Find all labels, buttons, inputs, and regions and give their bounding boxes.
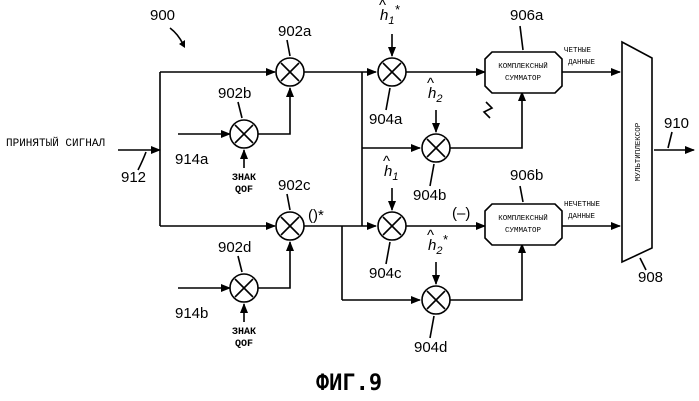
adder-906b-subtitle: СУММАТОР [505, 227, 542, 235]
even-label-2: ДАННЫЕ [568, 59, 596, 67]
multiplier-902b [230, 120, 258, 148]
ref-902b: 902b [218, 85, 251, 102]
multiplier-904d [422, 286, 450, 314]
complex-adder-906b: КОМПЛЕКСНЫЙ СУММАТОР [485, 204, 562, 245]
ref-904d: 904d [414, 339, 447, 356]
coef-h1: h1 ^ [383, 153, 398, 183]
adder-906b-title: КОМПЛЕКСНЫЙ [498, 213, 548, 223]
ref-904b: 904b [413, 187, 446, 204]
ref-910-leader [668, 132, 672, 148]
ref-910: 910 [664, 115, 689, 132]
sign-label-a2: QOF [235, 185, 253, 196]
wire-904b-906a [450, 92, 522, 148]
negate-marker: (–) [452, 205, 470, 222]
multiplier-902a [276, 58, 304, 86]
ref-912-leader [138, 152, 146, 170]
sign-label-a1: ЗНАК [232, 173, 256, 184]
ref-906a: 906a [510, 7, 544, 24]
input-label: ПРИНЯТЫЙ СИГНАЛ [6, 136, 105, 150]
ref-904d-leader [430, 316, 434, 338]
ref-904a-leader [386, 88, 390, 110]
odd-label-1: НЕЧЕТНЫЕ [564, 201, 601, 209]
coef-h2-conj: h2* ^ [427, 227, 448, 257]
ref-914b: 914b [175, 305, 208, 322]
ref-904b-leader [430, 164, 434, 186]
ref-906b-leader [520, 186, 523, 202]
ref-908: 908 [638, 269, 663, 286]
even-label-1: ЧЕТНЫЕ [564, 47, 592, 55]
sign-label-b2: QOF [235, 339, 253, 350]
ref-902c-leader [287, 194, 290, 210]
figure-caption: ФИГ.9 [316, 371, 382, 396]
ref-906a-leader [520, 26, 523, 50]
multiplier-904b [422, 134, 450, 162]
ref-904a: 904a [369, 111, 403, 128]
multiplier-904a [378, 58, 406, 86]
svg-text:^: ^ [379, 0, 386, 14]
ref-904c: 904c [369, 265, 402, 282]
ref-904c-leader [386, 242, 390, 264]
ref-906b: 906b [510, 167, 543, 184]
coef-h1-conj: h1* ^ [379, 0, 400, 27]
squiggle-906a [484, 102, 492, 118]
multiplexer-label: МУЛЬТИПЛЕКСОР [635, 122, 643, 181]
ref-902b-leader [238, 102, 242, 118]
odd-label-2: ДАННЫЕ [568, 213, 596, 221]
ref-902d: 902d [218, 239, 251, 256]
ref-902a-leader [287, 40, 290, 56]
ref-900-leader [170, 28, 183, 44]
adder-906a-title: КОМПЛЕКСНЫЙ [498, 61, 548, 71]
ref-902d-leader [238, 256, 242, 272]
ref-902c: 902c [278, 177, 311, 194]
ref-902a: 902a [278, 23, 312, 40]
conjugate-marker: ()* [308, 207, 324, 224]
multiplexer-908: МУЛЬТИПЛЕКСОР [622, 42, 652, 262]
wire-904d-906b [450, 244, 522, 300]
adder-906a-subtitle: СУММАТОР [505, 75, 542, 83]
wire-902d-902c [258, 242, 290, 288]
multiplier-902d [230, 274, 258, 302]
ref-912: 912 [121, 169, 146, 186]
complex-adder-906a: КОМПЛЕКСНЫЙ СУММАТОР [485, 52, 562, 93]
svg-text:^: ^ [427, 227, 434, 244]
ref-914a: 914a [175, 151, 209, 168]
multiplier-904c [378, 212, 406, 240]
sign-label-b1: ЗНАК [232, 327, 256, 338]
coef-h2: h2 ^ [427, 75, 442, 105]
ref-900: 900 [150, 7, 175, 24]
wire-902b-902a [258, 88, 290, 134]
svg-text:^: ^ [383, 153, 390, 170]
multiplier-902c [276, 212, 304, 240]
svg-text:^: ^ [427, 75, 434, 92]
wires [118, 34, 694, 322]
